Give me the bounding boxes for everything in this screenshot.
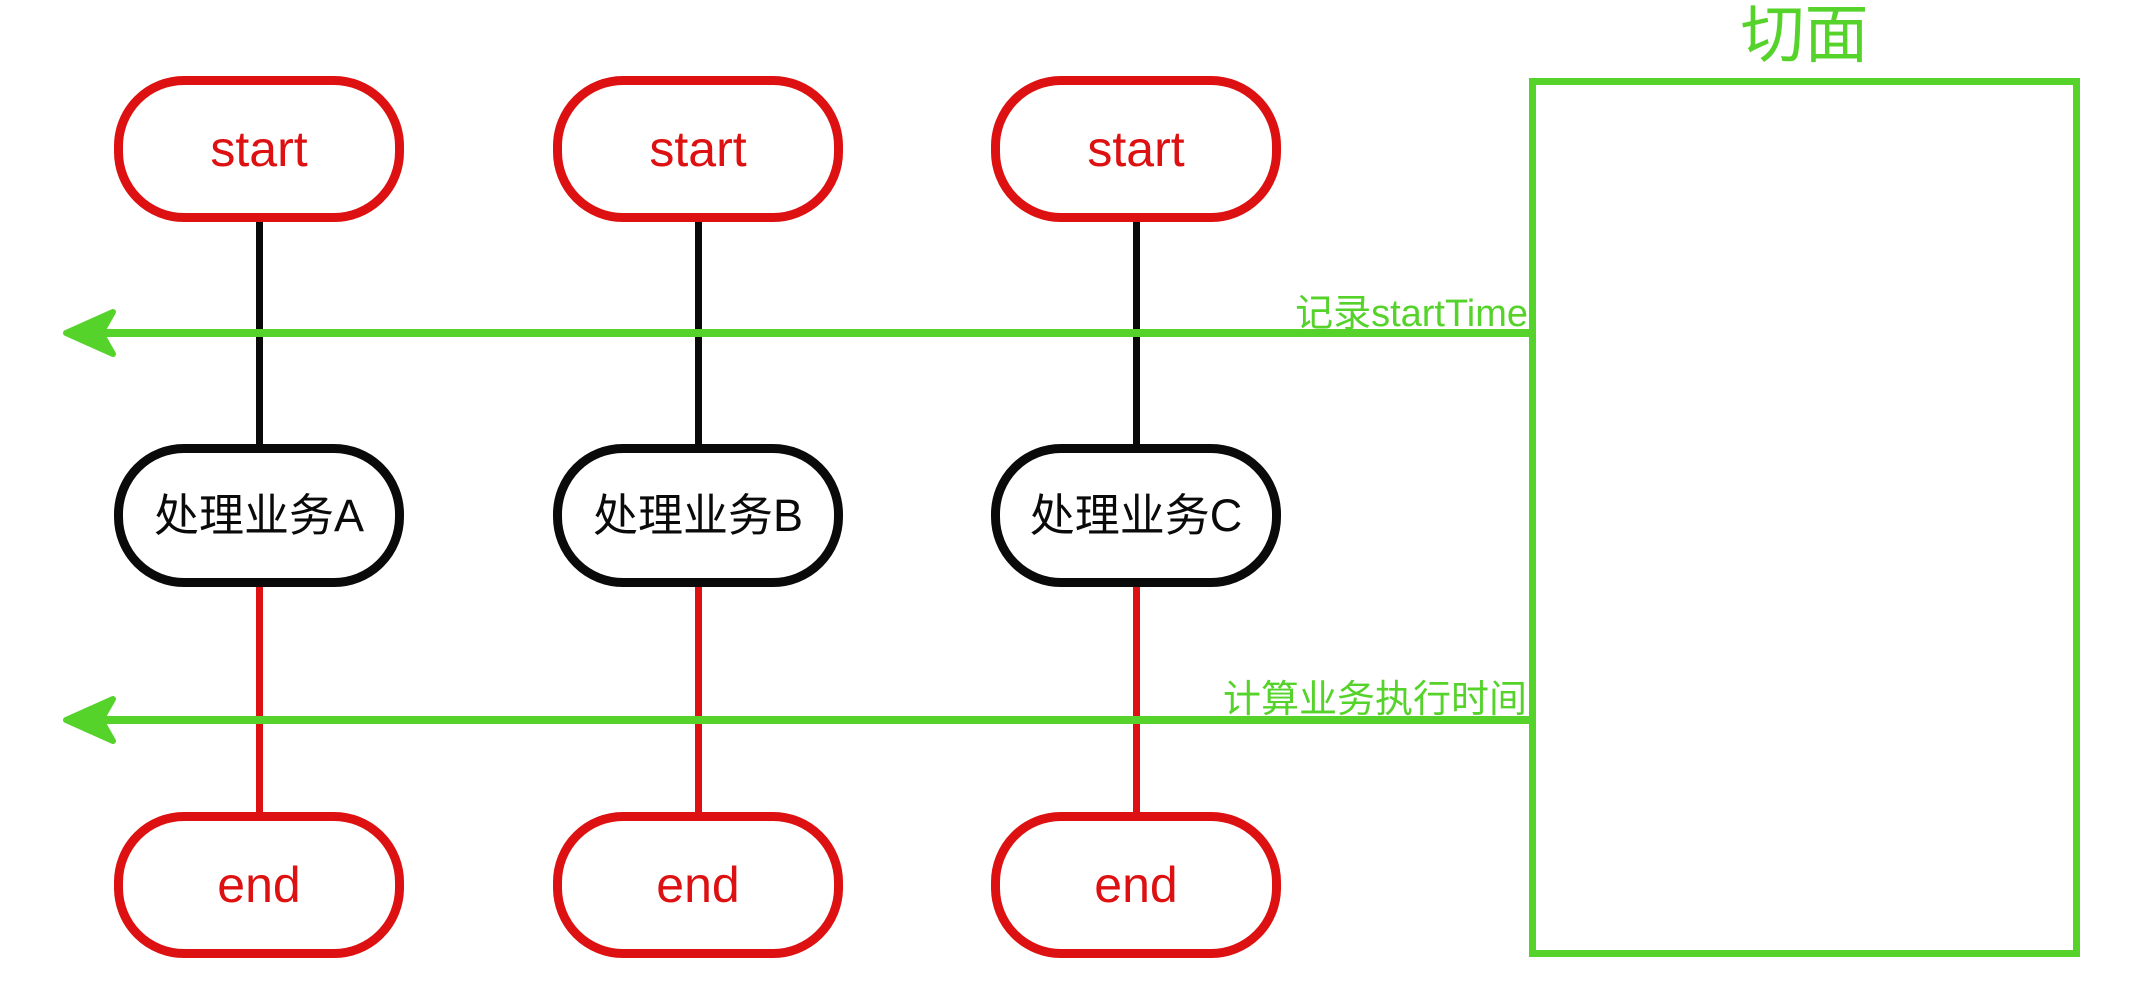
- connector-process-end-a: [255, 516, 263, 886]
- connector-process-end-b: [694, 516, 702, 886]
- process-node-c-label: 处理业务C: [1029, 490, 1243, 541]
- end-node-a: end: [114, 812, 404, 958]
- process-node-b: 处理业务B: [553, 444, 843, 587]
- aspect-title: 切面: [1740, 0, 1869, 71]
- end-node-c: end: [991, 812, 1281, 958]
- start-node-c-label: start: [1087, 121, 1185, 177]
- process-node-a-label: 处理业务A: [153, 490, 364, 541]
- end-node-b-label: end: [656, 857, 740, 913]
- connector-process-end-c: [1132, 516, 1140, 886]
- start-node-c: start: [991, 76, 1281, 222]
- aspect-rect: [1529, 78, 2080, 957]
- start-node-a: start: [114, 76, 404, 222]
- process-node-b-label: 处理业务B: [592, 490, 803, 541]
- process-node-c: 处理业务C: [991, 444, 1281, 587]
- start-node-a-label: start: [210, 121, 308, 177]
- process-node-a: 处理业务A: [114, 444, 404, 587]
- start-node-b: start: [553, 76, 843, 222]
- annotation-calc-exec-time: 计算业务执行时间: [1222, 679, 1527, 721]
- end-node-b: end: [553, 812, 843, 958]
- end-node-a-label: end: [217, 857, 301, 913]
- arrow-left-head-icon: [63, 696, 116, 744]
- annotation-record-start-time: 记录startTime: [1295, 293, 1528, 335]
- end-node-c-label: end: [1094, 857, 1178, 913]
- arrow-left-head-icon: [63, 309, 116, 357]
- start-node-b-label: start: [649, 121, 747, 177]
